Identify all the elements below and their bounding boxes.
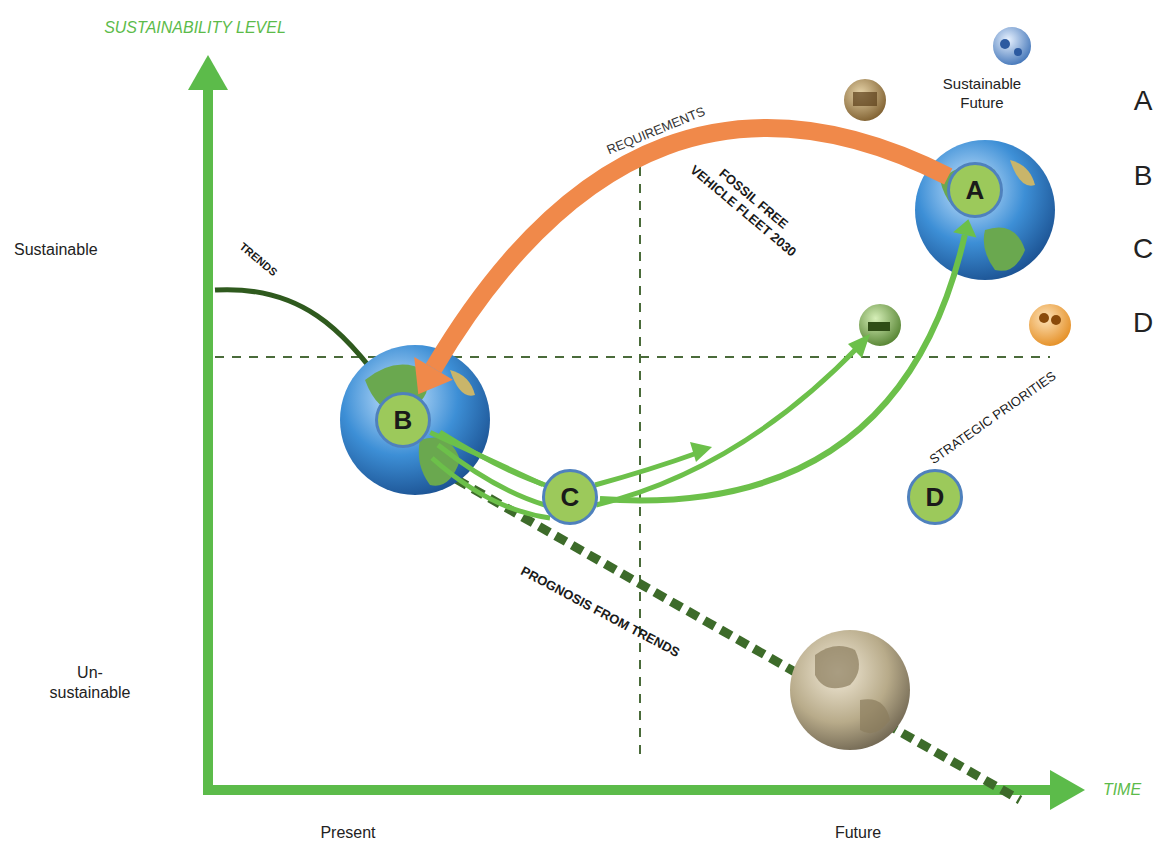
legend-letter: C [1125,231,1161,266]
x-axis [203,785,1060,795]
prognosis-label: PROGNOSIS FROM TRENDS [508,558,692,666]
arrow-head [848,334,870,358]
guide-line [215,356,1050,358]
axis-head [188,55,228,90]
icon [843,26,1072,347]
letter-circle: C [542,469,598,525]
globe-future [790,630,910,750]
node-letter: D [926,484,945,510]
strategy-arrow [432,345,860,518]
node-letter: C [561,484,580,510]
letter-circle: A [947,162,1003,218]
axis-head [1050,770,1085,810]
legend-letter: B [1125,158,1161,193]
axis-title: SUSTAINABILITY LEVEL [100,18,290,38]
connector-arrow [430,433,543,485]
goal-label: FOSSIL FREE VEHICLE FLEET 2030 [684,148,812,263]
legend-letter: A [1125,83,1161,118]
guide-line [639,150,641,755]
level-label: Sustainable [14,240,144,260]
globe-label: Sustainable Future [927,75,1037,113]
prognosis-line [440,470,1020,800]
legend-letter: D [1125,305,1161,340]
y-axis [203,80,213,795]
axis-label: Present [288,823,408,843]
axis-label: Future [798,823,918,843]
node-letter: A [966,177,985,203]
level-label: Un- sustainable [35,663,145,703]
arrow-head [690,442,712,462]
trend-label: TRENDS [223,229,293,291]
letter-circle: B [375,392,431,448]
connector-arrow [414,128,948,394]
axis-title: TIME [1087,780,1157,800]
node-letter: B [394,407,413,433]
globe-present [340,345,490,495]
strategy-label: STRATEGIC PRIORITIES [916,361,1069,475]
edge-label: REQUIREMENTS [581,94,731,168]
letter-circle: D [907,469,963,525]
